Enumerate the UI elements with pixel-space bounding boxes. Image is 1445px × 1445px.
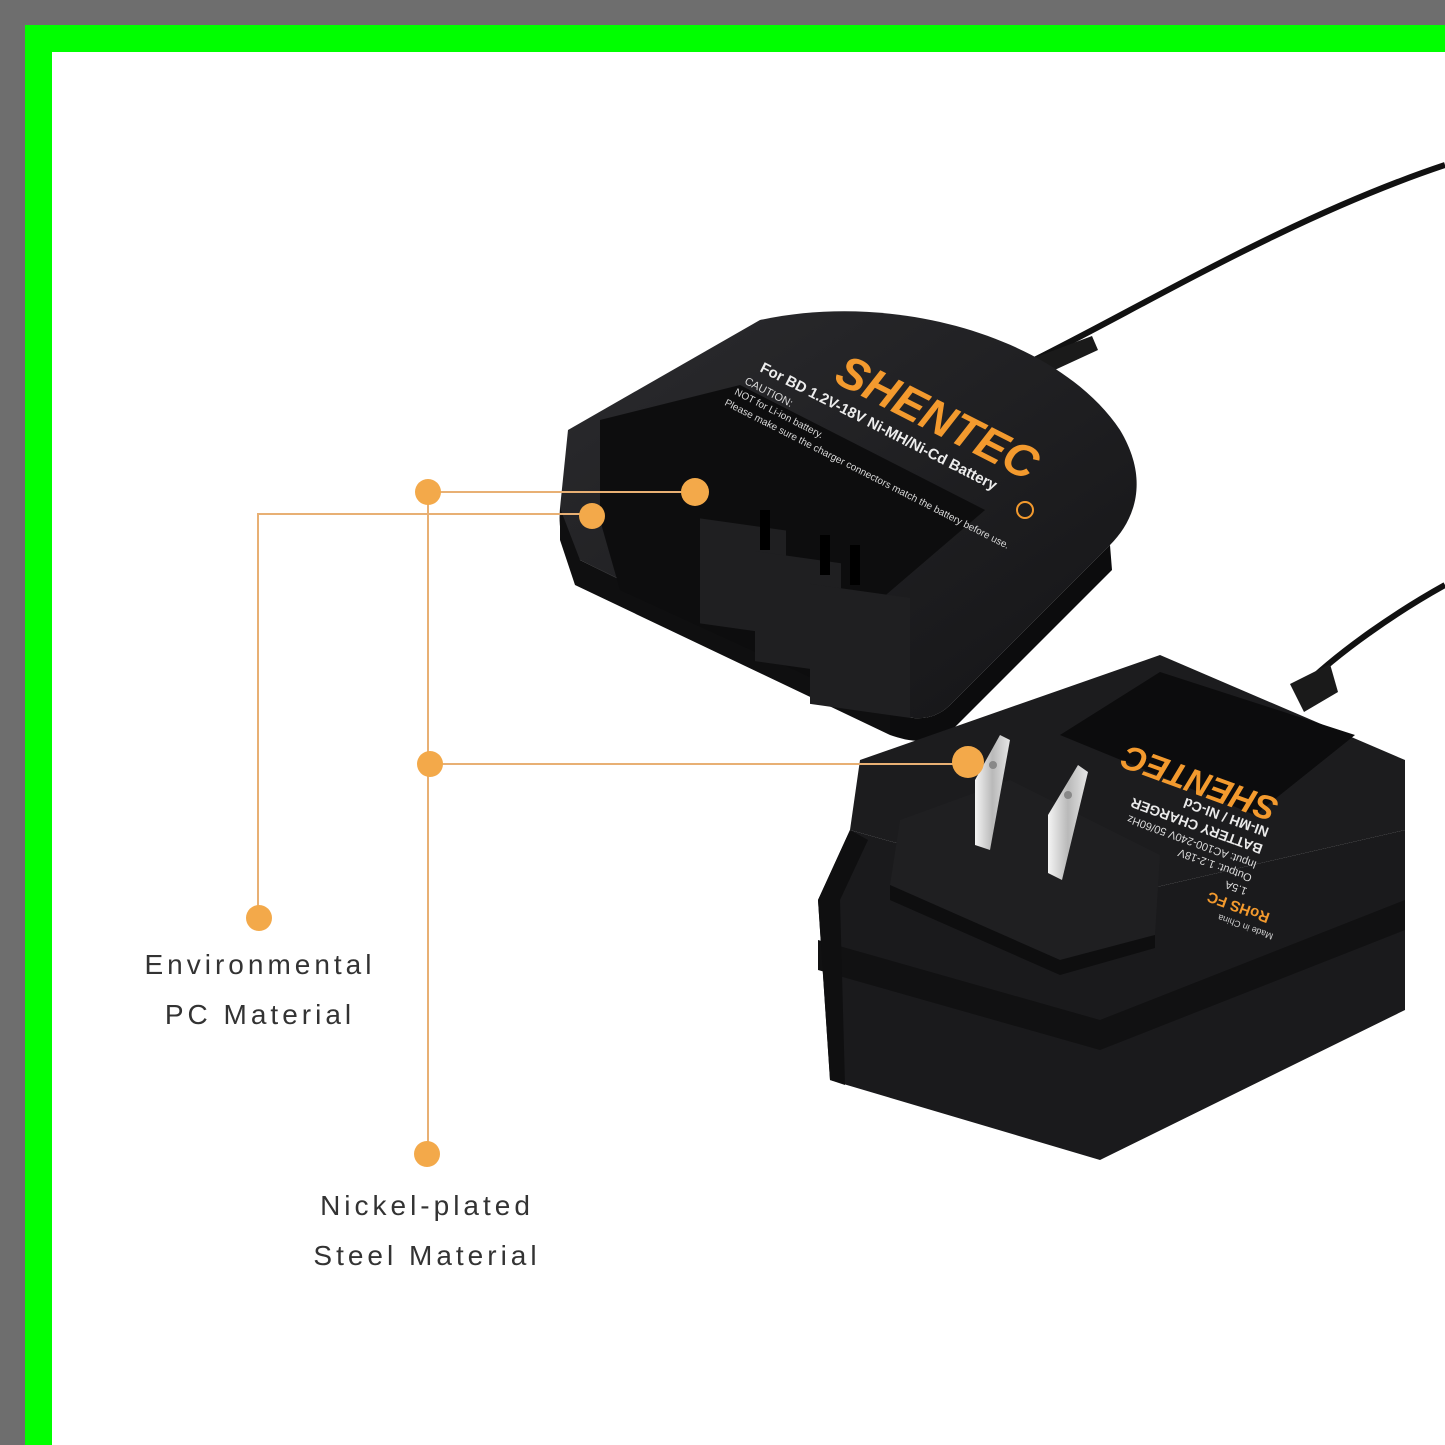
product-scene: SHENTEC For BD 1.2V-18V Ni-MH/Ni-Cd Batt… bbox=[246, 162, 1445, 1167]
callout-lines bbox=[257, 491, 968, 1154]
callout-dot bbox=[414, 1141, 440, 1167]
cradle-cable bbox=[1008, 162, 1445, 375]
callout-pc-line2: PC Material bbox=[164, 999, 356, 1030]
callout-label-steel: Nickel-plated Steel Material bbox=[297, 1181, 557, 1281]
callout-label-pc: Environmental PC Material bbox=[120, 940, 400, 1040]
cradle-charger: SHENTEC For BD 1.2V-18V Ni-MH/Ni-Cd Batt… bbox=[559, 311, 1137, 741]
callout-steel-line2: Steel Material bbox=[313, 1240, 541, 1271]
callout-steel-line1: Nickel-plated bbox=[320, 1190, 534, 1221]
callout-dot bbox=[246, 905, 272, 931]
callout-dot bbox=[415, 479, 441, 505]
adapter-strain-relief bbox=[1290, 664, 1338, 712]
product-image: SHENTEC For BD 1.2V-18V Ni-MH/Ni-Cd Batt… bbox=[52, 52, 1445, 1445]
cradle-logo-icon bbox=[1016, 501, 1034, 519]
wall-adapter: SHENTEC NI-MH / NI-Cd BATTERY CHARGER In… bbox=[818, 655, 1405, 1160]
callout-dot bbox=[579, 503, 605, 529]
callout-dot bbox=[681, 478, 709, 506]
plug-prong-left bbox=[975, 735, 1010, 850]
callout-dot bbox=[417, 751, 443, 777]
callout-dot bbox=[952, 746, 984, 778]
pc-leader-line bbox=[257, 513, 592, 918]
callout-pc-line1: Environmental bbox=[144, 949, 376, 980]
callout-dots bbox=[246, 478, 984, 1167]
plug-prong-right bbox=[1048, 765, 1088, 880]
